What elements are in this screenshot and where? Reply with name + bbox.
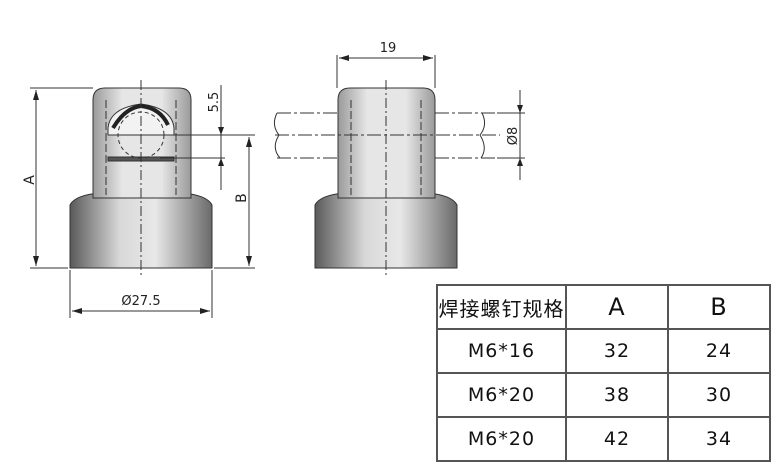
side-view xyxy=(273,55,525,275)
header-spec: 焊接螺钉规格 xyxy=(436,284,567,330)
dimension-rod-diameter-label: Ø8 xyxy=(506,127,521,146)
header-a: A xyxy=(565,284,669,330)
front-view xyxy=(30,80,255,318)
cell-a: 38 xyxy=(565,372,669,418)
dimension-diameter-label: Ø27.5 xyxy=(121,294,160,309)
cell-spec: M6*20 xyxy=(436,372,567,418)
cell-spec: M6*20 xyxy=(436,416,567,462)
cell-a: 42 xyxy=(565,416,669,462)
cell-b: 34 xyxy=(667,416,771,462)
table-row: M6*20 38 30 xyxy=(436,372,771,418)
dimension-b-label: B xyxy=(234,193,250,203)
spec-table: 焊接螺钉规格 A B M6*16 32 24 M6*20 38 30 M6*20… xyxy=(436,284,771,462)
table-row: M6*16 32 24 xyxy=(436,328,771,374)
dimension-width-label: 19 xyxy=(380,41,397,56)
header-b: B xyxy=(667,284,771,330)
table-row: M6*20 42 34 xyxy=(436,416,771,462)
cell-a: 32 xyxy=(565,328,669,374)
cell-b: 30 xyxy=(667,372,771,418)
dimension-a-label: A xyxy=(22,175,38,185)
dimension-5-5-label: 5.5 xyxy=(207,92,222,113)
cell-spec: M6*16 xyxy=(436,328,567,374)
table-header-row: 焊接螺钉规格 A B xyxy=(436,284,771,330)
cell-b: 24 xyxy=(667,328,771,374)
